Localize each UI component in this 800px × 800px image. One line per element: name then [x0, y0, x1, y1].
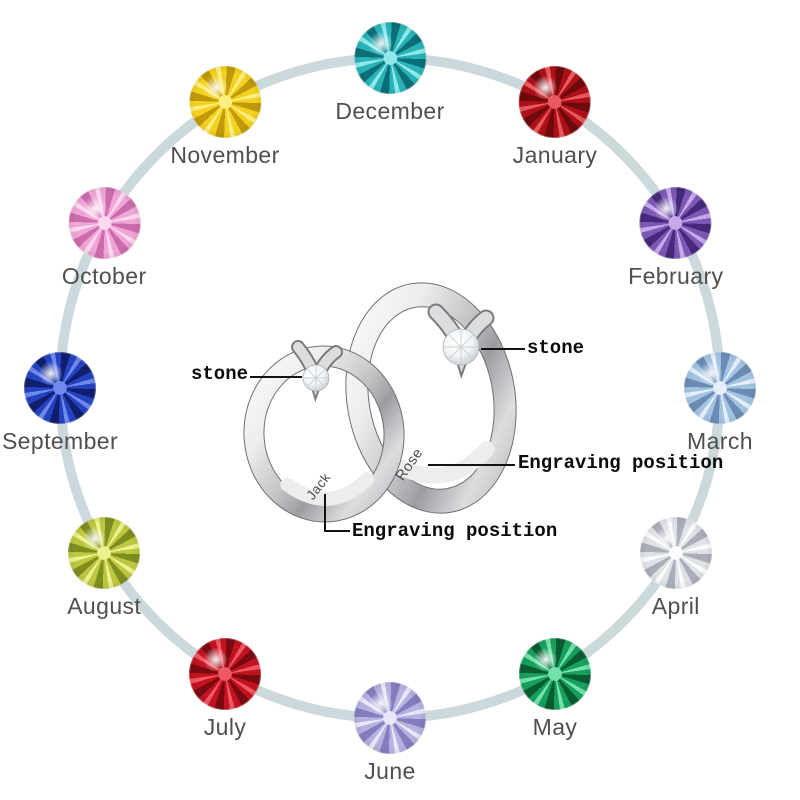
month-label: December [335, 98, 445, 124]
month-may: May [519, 637, 591, 741]
gem-november-icon [188, 66, 261, 139]
month-february: February [628, 187, 723, 290]
month-label: May [532, 713, 578, 740]
month-label: September [1, 428, 119, 454]
gem-september-icon [23, 352, 96, 424]
month-label: June [364, 758, 416, 784]
engraving-callout-line-bottom [324, 494, 350, 532]
gem-june-icon [354, 682, 426, 754]
month-label: March [687, 428, 753, 454]
month-label: February [628, 263, 724, 289]
ring-right-inner-wall [388, 441, 495, 484]
gem-october-icon [68, 187, 141, 259]
month-label: January [512, 142, 598, 169]
month-label: November [170, 142, 280, 169]
month-label: August [67, 593, 142, 619]
ring-left-inner-wall [280, 472, 375, 506]
month-january: January [513, 66, 598, 169]
ring-right [345, 282, 517, 514]
gem-august-icon [68, 517, 141, 589]
month-june: June [354, 682, 426, 785]
engraving-position-label-bottom: Engraving position [352, 520, 558, 542]
engraving-position-label-right: Engraving position [518, 452, 724, 474]
ring-right-band [345, 282, 517, 514]
month-september: September [2, 352, 118, 455]
gem-may-icon [519, 637, 591, 710]
ring-left-gem [302, 364, 330, 392]
gem-december-icon [353, 22, 426, 94]
month-august: August [67, 517, 141, 620]
gem-january-icon [518, 66, 591, 139]
month-july: July [189, 637, 261, 741]
month-label: April [651, 593, 700, 619]
gem-february-icon [639, 187, 712, 259]
month-april: April [639, 517, 712, 620]
stone-label-right: stone [527, 337, 585, 359]
gem-march-icon [684, 352, 756, 424]
month-october: October [62, 187, 147, 290]
month-november: November [170, 66, 279, 169]
ring-left [243, 345, 405, 523]
month-march: March [684, 352, 756, 455]
ring-right-gem [442, 328, 480, 366]
gem-july-icon [189, 637, 261, 710]
gem-april-icon [639, 517, 712, 589]
month-label: October [61, 263, 147, 289]
stone-label-left: stone [191, 363, 249, 385]
month-december: December [335, 22, 444, 125]
month-label: July [203, 713, 247, 740]
